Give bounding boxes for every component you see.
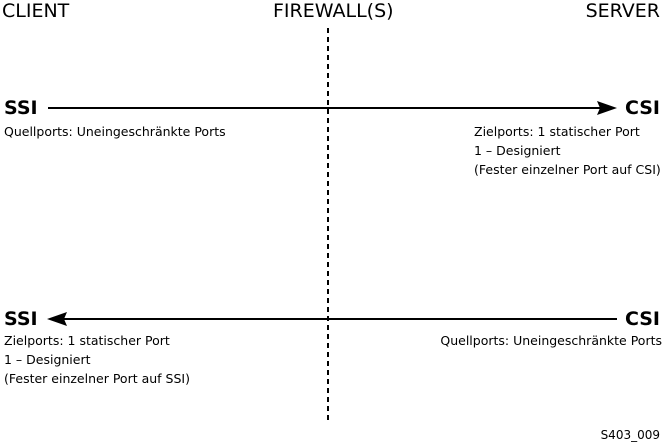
- figure-id: S403_009: [600, 428, 660, 442]
- row2-dest-line-3: (Fester einzelner Port auf SSI): [4, 371, 190, 386]
- row1-dest-line-2: 1 – Designiert: [474, 143, 561, 158]
- row2-dest-ports-note: Zielports: 1 statischer Port 1 – Designi…: [4, 331, 190, 388]
- row2-csi-label: CSI: [624, 308, 660, 330]
- row1-dest-ports-note: Zielports: 1 statischer Port 1 – Designi…: [474, 122, 661, 179]
- row2-ssi-label: SSI: [4, 308, 38, 330]
- row1-dest-line-3: (Fester einzelner Port auf CSI): [474, 162, 661, 177]
- arrow-right-head: [597, 101, 617, 115]
- row2-source-ports-note: Quellports: Uneingeschränkte Ports: [440, 333, 662, 348]
- server-header: SERVER: [585, 0, 660, 22]
- row1-source-ports-note: Quellports: Uneingeschränkte Ports: [4, 124, 226, 139]
- arrow-left-head: [47, 312, 67, 326]
- row2-dest-line-1: Zielports: 1 statischer Port: [4, 333, 170, 348]
- row1-ssi-label: SSI: [4, 97, 38, 119]
- firewall-header: FIREWALL(S): [273, 0, 394, 22]
- row1-dest-line-1: Zielports: 1 statischer Port: [474, 124, 640, 139]
- row1-csi-label: CSI: [624, 97, 660, 119]
- client-header: CLIENT: [2, 0, 70, 22]
- row2-dest-line-2: 1 – Designiert: [4, 352, 91, 367]
